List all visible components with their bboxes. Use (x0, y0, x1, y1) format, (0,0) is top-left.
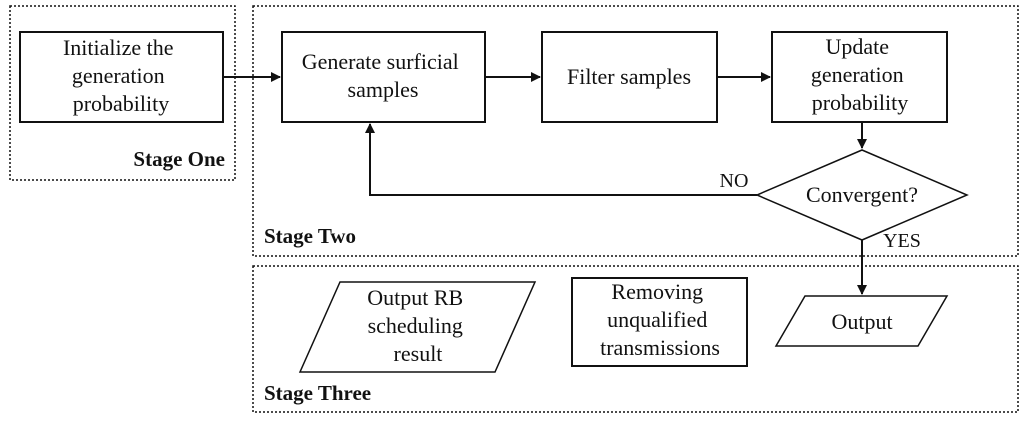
generate-text: Generate surficial samples (302, 49, 464, 102)
stage-one-container (9, 5, 236, 181)
no-label: NO (720, 170, 749, 192)
output-parallelogram (774, 295, 949, 347)
stage-three-container (252, 265, 1019, 413)
update-box (771, 31, 948, 123)
generate-box (281, 31, 486, 123)
stage-three-label: Stage Three (264, 381, 371, 405)
update-text: Update generation probability (811, 34, 909, 115)
yes-label: YES (883, 230, 921, 252)
filter-box (541, 31, 718, 123)
output-rb-text: Output RB scheduling result (367, 285, 468, 366)
output-text: Output (831, 309, 892, 334)
stage-one-label: Stage One (133, 147, 225, 171)
removing-text: Removing unqualified transmissions (600, 279, 720, 360)
stage-two-label: Stage Two (264, 224, 356, 248)
initialize-box (19, 31, 224, 123)
stage-two-container (252, 5, 1019, 257)
filter-text: Filter samples (567, 64, 691, 89)
output-rb-parallelogram (298, 281, 537, 373)
arrow-no-loop-to-generate (365, 123, 757, 196)
convergent-text: Convergent? (806, 182, 918, 207)
initialize-text: Initialize the generation probability (63, 35, 179, 116)
removing-box (571, 277, 748, 367)
